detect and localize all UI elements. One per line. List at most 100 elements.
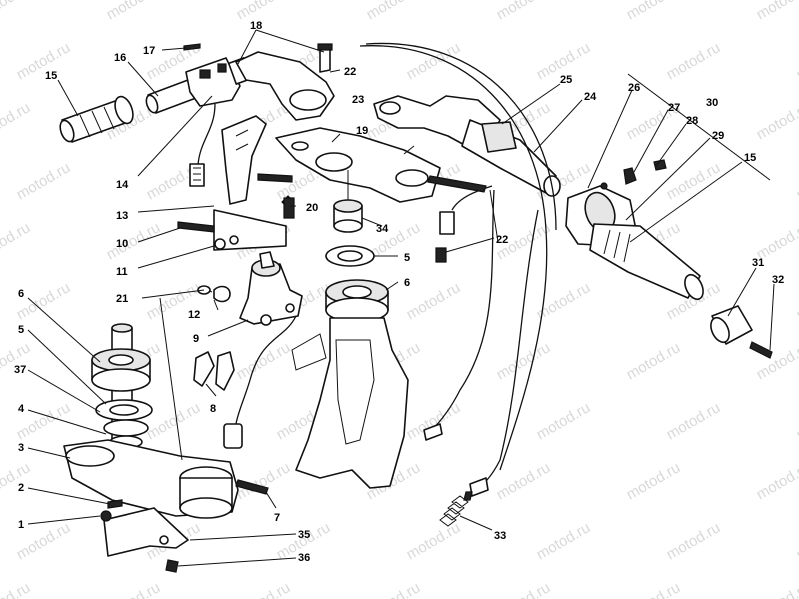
watermark-text: motod.ru <box>0 339 33 383</box>
watermark-text: motod.ru <box>494 0 554 23</box>
callout-36: 36 <box>298 552 310 564</box>
callout-28: 28 <box>686 115 698 127</box>
callout-21: 21 <box>116 293 128 305</box>
ignition-switch <box>239 251 303 326</box>
ignition-wire <box>223 315 297 449</box>
watermark-text: motod.ru <box>104 579 164 599</box>
left-switch-wire <box>189 103 216 187</box>
watermark-text: motod.ru <box>14 159 74 203</box>
callout-33: 33 <box>494 530 506 542</box>
callout-6-left: 6 <box>18 288 24 300</box>
callout-27: 27 <box>668 102 680 114</box>
watermark-text: motod.ru <box>364 0 424 23</box>
callout-13: 13 <box>116 210 128 222</box>
callout-37: 37 <box>14 364 26 376</box>
watermark-text: motod.ru <box>364 579 424 599</box>
watermark-text: motod.ru <box>0 99 33 143</box>
callout-1: 1 <box>18 519 24 531</box>
callout-6-right: 6 <box>404 277 410 289</box>
watermark-text: motod.ru <box>0 0 33 23</box>
watermark-text: motod.ru <box>14 279 74 323</box>
callout-3: 3 <box>18 442 24 454</box>
callout-22-top: 22 <box>344 66 356 78</box>
callout-22-mid: 22 <box>496 234 508 246</box>
watermark-text: motod.ru <box>664 39 724 83</box>
callout-19: 19 <box>356 125 368 137</box>
callout-5-right: 5 <box>404 252 410 264</box>
watermark-text: motod.ru <box>624 579 684 599</box>
left-clip-on <box>235 43 335 121</box>
lower-bearing <box>91 348 151 392</box>
callout-25: 25 <box>560 74 572 86</box>
upper-washer <box>325 245 375 267</box>
watermark-text: motod.ru <box>754 99 799 143</box>
watermark-text: motod.ru <box>754 459 799 503</box>
watermark-text: motod.ru <box>534 279 594 323</box>
watermark-text: motod.ru <box>664 519 724 563</box>
watermark-text: motod.ru <box>14 39 74 83</box>
watermark-text: motod.ru <box>234 339 294 383</box>
watermark-text: motod.ru <box>404 519 464 563</box>
watermark-text: motod.ru <box>624 459 684 503</box>
ignition-bracket <box>177 115 295 251</box>
callout-20: 20 <box>306 202 318 214</box>
cable-spring <box>439 491 473 527</box>
callout-14: 14 <box>116 179 129 191</box>
callout-26: 26 <box>628 82 640 94</box>
right-clip-on <box>373 95 561 197</box>
callout-4: 4 <box>18 403 25 415</box>
watermark-text: motod.ru <box>534 519 594 563</box>
callout-35: 35 <box>298 529 310 541</box>
callout-8: 8 <box>210 403 216 415</box>
callout-15-right: 15 <box>744 152 756 164</box>
watermark-text: motod.ru <box>624 0 684 23</box>
watermark-text: motod.ru <box>794 159 799 203</box>
watermark-text: motod.ru <box>494 339 554 383</box>
callout-5-left: 5 <box>18 324 24 336</box>
upper-bearing <box>325 279 389 323</box>
watermark-text: motod.ru <box>494 579 554 599</box>
callout-labels: 15 16 17 18 22 14 23 19 13 20 10 11 21 1… <box>14 20 784 564</box>
watermark-text: motod.ru <box>234 579 294 599</box>
steering-nut <box>333 170 363 233</box>
watermark-text: motod.ru <box>754 579 799 599</box>
watermark-text: motod.ru <box>794 399 799 443</box>
callout-29: 29 <box>712 130 724 142</box>
callout-23: 23 <box>352 94 364 106</box>
watermark-text: motod.ru <box>494 459 554 503</box>
throttle-tube <box>145 79 197 114</box>
watermark-text: motod.ru <box>104 219 164 263</box>
callout-10: 10 <box>116 238 128 250</box>
watermark-text: motod.ru <box>794 279 799 323</box>
watermark-text: motod.ru <box>534 399 594 443</box>
watermark-text: motod.ru <box>664 399 724 443</box>
watermark-text: motod.ru <box>0 579 33 599</box>
lock-plate <box>100 499 189 573</box>
top-yoke <box>257 127 441 203</box>
misc-bolts <box>283 175 487 219</box>
ignition-keys <box>193 351 235 391</box>
callout-34: 34 <box>376 223 389 235</box>
watermark-text: motod.ru <box>404 279 464 323</box>
callout-9: 9 <box>193 333 199 345</box>
left-grip <box>59 95 134 143</box>
watermark-text: motod.ru <box>234 0 294 23</box>
callout-11: 11 <box>116 266 128 278</box>
leader-lines <box>27 29 775 567</box>
watermark-text: motod.ru <box>754 0 799 23</box>
right-switch-wire <box>435 185 493 263</box>
callout-7: 7 <box>274 512 280 524</box>
left-switch-housing <box>183 43 253 107</box>
watermark-text: motod.ru <box>104 0 164 23</box>
callout-17: 17 <box>143 45 155 57</box>
watermark-text: motod.ru <box>144 399 204 443</box>
bar-end-weight <box>710 305 773 359</box>
callout-32: 32 <box>772 274 784 286</box>
watermark-text: motod.ru <box>794 39 799 83</box>
callout-16: 16 <box>114 52 126 64</box>
frame-head-tube <box>291 317 409 489</box>
callout-12: 12 <box>188 309 200 321</box>
callout-31: 31 <box>752 257 764 269</box>
callout-24: 24 <box>584 91 597 103</box>
